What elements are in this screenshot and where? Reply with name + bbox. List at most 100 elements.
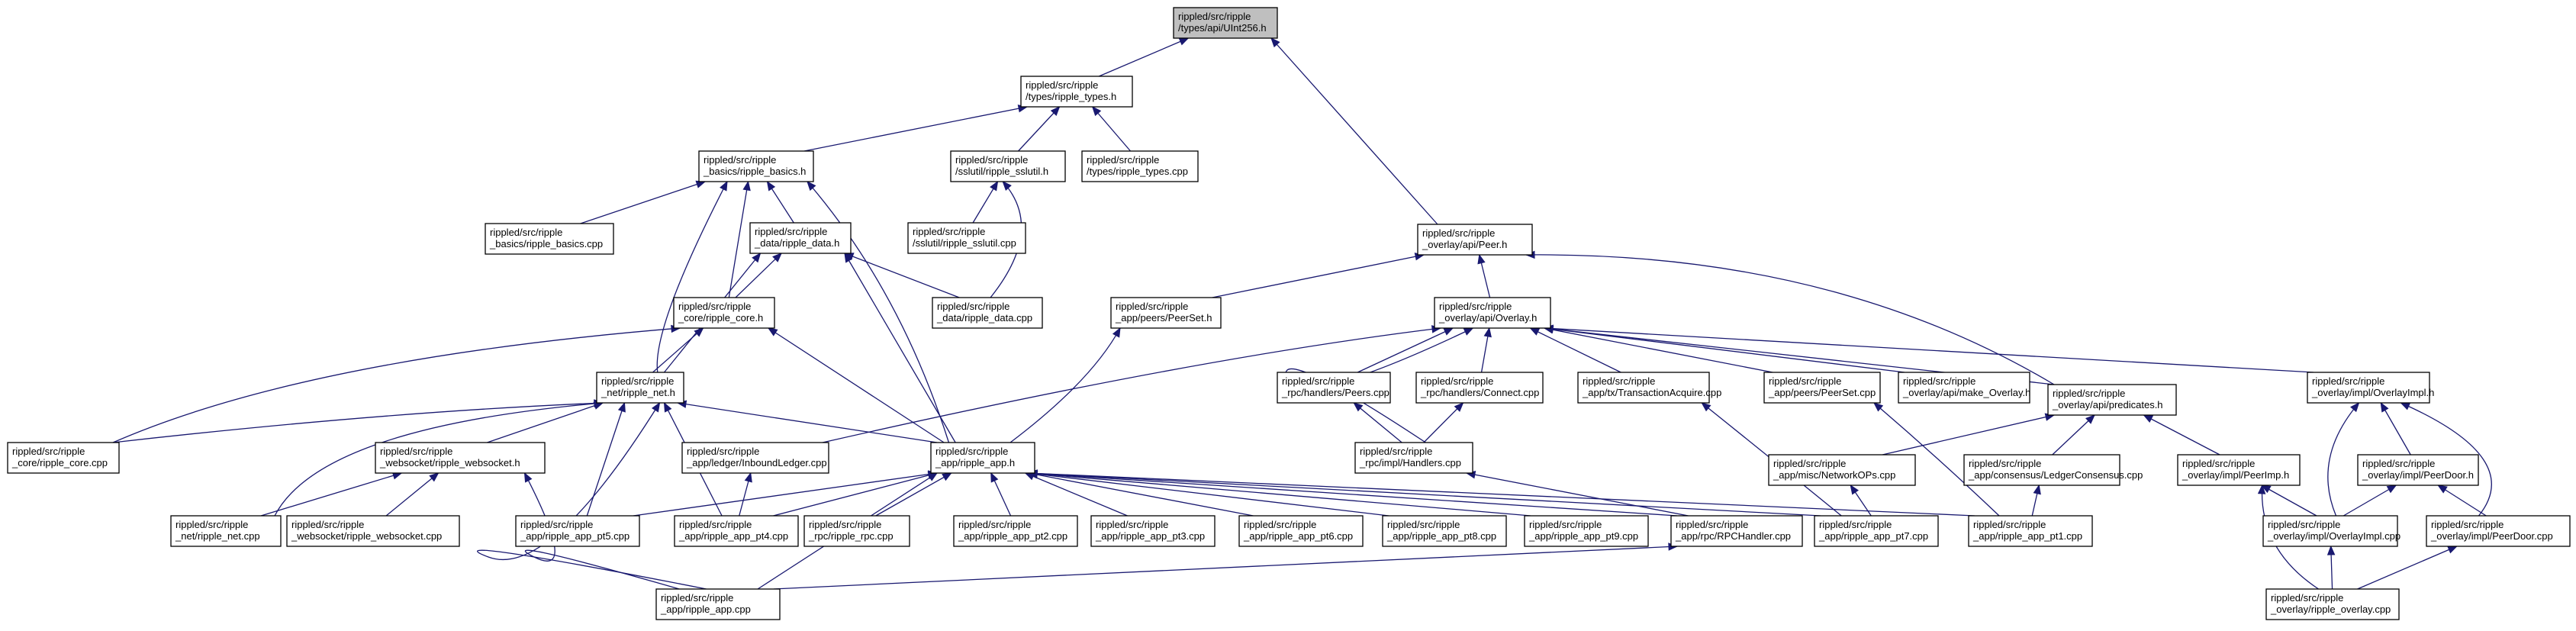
node-appcpp[interactable]: rippled/src/ripple_app/ripple_app.cpp <box>655 588 781 620</box>
arrowhead <box>1050 106 1061 116</box>
node-pt5[interactable]: rippled/src/ripple_app/ripple_app_pt5.cp… <box>515 515 640 547</box>
edge-rpccpp-to-apph <box>875 472 952 517</box>
node-pt4[interactable]: rippled/src/ripple_app/ripple_app_pt4.cp… <box>674 515 799 547</box>
node-predicates[interactable]: rippled/src/ripple_overlay/api/predicate… <box>2047 384 2177 416</box>
node-overlay[interactable]: rippled/src/ripple_overlay/api/Overlay.h <box>1434 297 1551 329</box>
arrowhead <box>752 252 762 263</box>
node-pt8[interactable]: rippled/src/ripple_app/ripple_app_pt8.cp… <box>1382 515 1507 547</box>
node-box <box>1415 372 1544 404</box>
node-basics[interactable]: rippled/src/ripple_basics/ripple_basics.… <box>698 150 814 182</box>
node-box <box>1968 515 2093 547</box>
arrowhead <box>2033 484 2041 495</box>
node-label-line: _core/ripple_core.cpp <box>11 457 108 468</box>
arrowhead <box>1270 37 1280 48</box>
node-pt9[interactable]: rippled/src/ripple_app/ripple_app_pt9.cp… <box>1524 515 1649 547</box>
node-sslutilcpp[interactable]: rippled/src/ripple/sslutil/ripple_ssluti… <box>907 222 1026 254</box>
node-overlayimplcpp[interactable]: rippled/src/ripple_overlay/impl/OverlayI… <box>2262 515 2401 547</box>
node-netops[interactable]: rippled/src/ripple_app/misc/NetworkOPs.c… <box>1768 454 1916 486</box>
node-box <box>1238 515 1364 547</box>
node-rpccpp[interactable]: rippled/src/ripple_rpc/ripple_rpc.cpp <box>803 515 910 547</box>
node-apph[interactable]: rippled/src/ripple_app/ripple_app.h <box>930 442 1035 474</box>
node-sslutil[interactable]: rippled/src/ripple/sslutil/ripple_ssluti… <box>950 150 1066 182</box>
node-peer[interactable]: rippled/src/ripple_overlay/api/Peer.h <box>1417 224 1533 256</box>
node-label-line: _overlay/api/make_Overlay.h <box>1902 387 2030 398</box>
arrowhead <box>772 253 782 262</box>
node-peersetcpp[interactable]: rippled/src/ripple_app/peers/PeerSet.cpp <box>1763 372 1881 404</box>
node-peerdoorcpp[interactable]: rippled/src/ripple_overlay/impl/PeerDoor… <box>2426 515 2571 547</box>
edge-netops-to-predicates <box>1882 413 2056 456</box>
edge-ovcpp-to-peerdoorcpp <box>2357 546 2458 590</box>
node-ovcpp[interactable]: rippled/src/ripple_overlay/ripple_overla… <box>2265 588 2400 620</box>
node-label-line: _overlay/impl/PeerDoor.h <box>2362 469 2474 481</box>
arrowhead <box>1454 402 1464 412</box>
edge-apph-to-peerset <box>1009 327 1121 443</box>
node-label-line: /types/ripple_types.h <box>1026 91 1116 102</box>
node-pt6[interactable]: rippled/src/ripple_app/ripple_app_pt6.cp… <box>1238 515 1364 547</box>
node-label-line: rippled/src/ripple <box>809 519 881 530</box>
arrowhead <box>2380 401 2389 413</box>
arrowhead <box>2447 546 2458 554</box>
node-netcpp[interactable]: rippled/src/ripple_net/ripple_net.cpp <box>170 515 282 547</box>
arrowhead <box>990 180 999 192</box>
node-handlersh[interactable]: rippled/src/ripple_rpc/impl/Handlers.cpp <box>1354 442 1473 474</box>
node-peerset[interactable]: rippled/src/ripple_app/peers/PeerSet.h <box>1110 297 1222 329</box>
node-rpchandler[interactable]: rippled/src/ripple_app/rpc/RPCHandler.cp… <box>1670 515 1803 547</box>
edge-overlayimplcpp-to-peerdoorh <box>2343 485 2397 517</box>
edge-netcpp-to-wsh <box>260 472 403 517</box>
edge-basics-to-types <box>803 105 1029 152</box>
node-box <box>681 442 829 474</box>
node-wscpp[interactable]: rippled/src/ripple_websocket/ripple_webs… <box>286 515 460 547</box>
node-makeov[interactable]: rippled/src/ripple_overlay/api/make_Over… <box>1898 372 2030 404</box>
arrowhead <box>744 472 752 483</box>
node-types[interactable]: rippled/src/ripple/types/ripple_types.h <box>1020 76 1133 108</box>
edge-apph-to-coreh <box>767 327 945 443</box>
node-label-line: rippled/src/ripple <box>1087 154 1159 166</box>
node-typescpp[interactable]: rippled/src/ripple/types/ripple_types.cp… <box>1081 150 1199 182</box>
node-label-line: rippled/src/ripple <box>1903 375 1975 387</box>
edge-pt7-to-netops <box>1850 484 1872 517</box>
edge-pt1-to-peersetcpp <box>1872 402 2000 517</box>
node-box <box>1814 515 1939 547</box>
node-neth[interactable]: rippled/src/ripple_net/ripple_net.h <box>596 372 684 404</box>
node-coreh[interactable]: rippled/src/ripple_core/ripple_core.h <box>673 297 775 329</box>
node-label-line: rippled/src/ripple <box>935 446 1008 457</box>
edge-datah-to-basics <box>766 180 794 224</box>
node-corecpp[interactable]: rippled/src/ripple_core/ripple_core.cpp <box>7 442 120 474</box>
node-datah[interactable]: rippled/src/ripple_data/ripple_data.h <box>749 222 852 254</box>
node-datacpp[interactable]: rippled/src/ripple_data/ripple_data.cpp <box>932 297 1043 329</box>
node-basicscpp[interactable]: rippled/src/ripple_basics/ripple_basics.… <box>485 223 614 255</box>
node-label-line: _overlay/impl/OverlayImpl.cpp <box>2267 530 2401 542</box>
node-wsh[interactable]: rippled/src/ripple_websocket/ripple_webs… <box>375 442 546 474</box>
node-label-line: rippled/src/ripple <box>1096 519 1168 530</box>
edge-coreh-to-basics <box>728 180 751 298</box>
node-pt7[interactable]: rippled/src/ripple_app/ripple_app_pt7.cp… <box>1814 515 1939 547</box>
edge-handlersh-to-connectcpp <box>1423 402 1464 443</box>
node-pt3[interactable]: rippled/src/ripple_app/ripple_app_pt3.cp… <box>1090 515 1216 547</box>
node-root[interactable]: rippled/src/ripple/types/api/UInt256.h <box>1173 7 1278 39</box>
node-label-line: _net/ripple_net.h <box>601 387 675 398</box>
edge-appcpp-to-neth <box>477 401 707 590</box>
node-txacq[interactable]: rippled/src/ripple_app/tx/TransactionAcq… <box>1577 372 1721 404</box>
node-label-line: _rpc/handlers/Peers.cpp <box>1281 387 1389 398</box>
node-peerimph[interactable]: rippled/src/ripple_overlay/impl/PeerImp.… <box>2177 454 2301 486</box>
node-label-line: rippled/src/ripple <box>1244 519 1316 530</box>
node-ledgercons[interactable]: rippled/src/ripple_app/consensus/LedgerC… <box>1963 454 2143 486</box>
node-pt1[interactable]: rippled/src/ripple_app/ripple_app_pt1.cp… <box>1968 515 2093 547</box>
node-pt2[interactable]: rippled/src/ripple_app/ripple_app_pt2.cp… <box>953 515 1078 547</box>
edge-overlayimplh-to-overlay <box>1543 324 2314 373</box>
edge-pt4-to-apph <box>773 471 939 517</box>
node-peerscpp[interactable]: rippled/src/ripple_rpc/handlers/Peers.cp… <box>1277 372 1391 404</box>
node-label-line: _overlay/api/Peer.h <box>1422 239 1507 250</box>
edge-typescpp-to-types <box>1091 105 1132 152</box>
node-label-line: _app/peers/PeerSet.cpp <box>1768 387 1876 398</box>
node-overlayimplh[interactable]: rippled/src/ripple_overlay/impl/OverlayI… <box>2307 372 2434 404</box>
node-peerdoorh[interactable]: rippled/src/ripple_overlay/impl/PeerDoor… <box>2357 454 2479 486</box>
node-box <box>2262 515 2398 547</box>
node-box <box>749 222 852 254</box>
node-label-line: _app/ripple_app_pt4.cpp <box>678 530 788 542</box>
node-box <box>930 442 1035 474</box>
node-label-line: rippled/src/ripple <box>1676 519 1748 530</box>
node-box <box>1763 372 1881 404</box>
node-inbound[interactable]: rippled/src/ripple_app/ledger/InboundLed… <box>681 442 829 474</box>
node-connectcpp[interactable]: rippled/src/ripple_rpc/handlers/Connect.… <box>1415 372 1544 404</box>
